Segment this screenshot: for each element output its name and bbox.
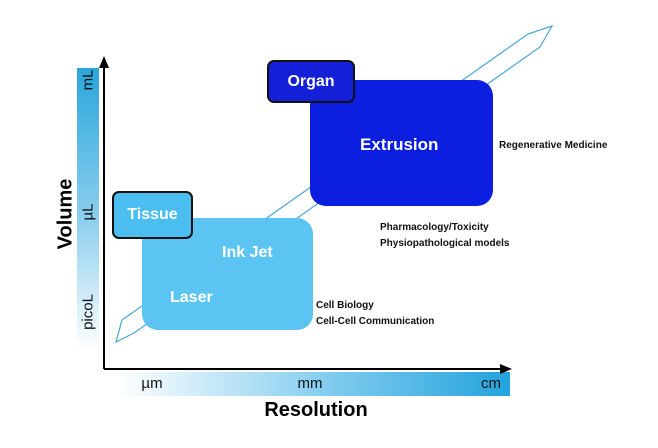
x-tick-cm: cm: [481, 375, 501, 392]
organ-tag: Organ: [267, 60, 355, 103]
regenerative-medicine-note: Regenerative Medicine: [499, 140, 608, 151]
y-tick-ml: mL: [79, 69, 97, 91]
x-axis-label: Resolution: [264, 399, 368, 421]
y-axis-label: Volume: [54, 178, 77, 250]
physiopathological-note: Physiopathological models: [380, 238, 510, 249]
y-tick-picol: picoL: [79, 294, 97, 330]
volume-gradient-bar: [77, 68, 99, 350]
extrusion-label: Extrusion: [360, 135, 439, 154]
ink-jet-label: Ink Jet: [222, 244, 273, 261]
y-tick-ul: µL: [79, 203, 97, 221]
x-tick-um: µm: [141, 375, 163, 392]
pharmacology-note: Pharmacology/Toxicity: [380, 222, 489, 233]
cell-biology-note: Cell Biology: [316, 300, 374, 311]
x-tick-mm: mm: [297, 375, 323, 392]
resolution-gradient-bar: [118, 372, 510, 396]
cell-communication-note: Cell-Cell Communication: [316, 316, 435, 327]
tissue-tag: Tissue: [112, 191, 193, 239]
laser-label: Laser: [170, 289, 213, 306]
